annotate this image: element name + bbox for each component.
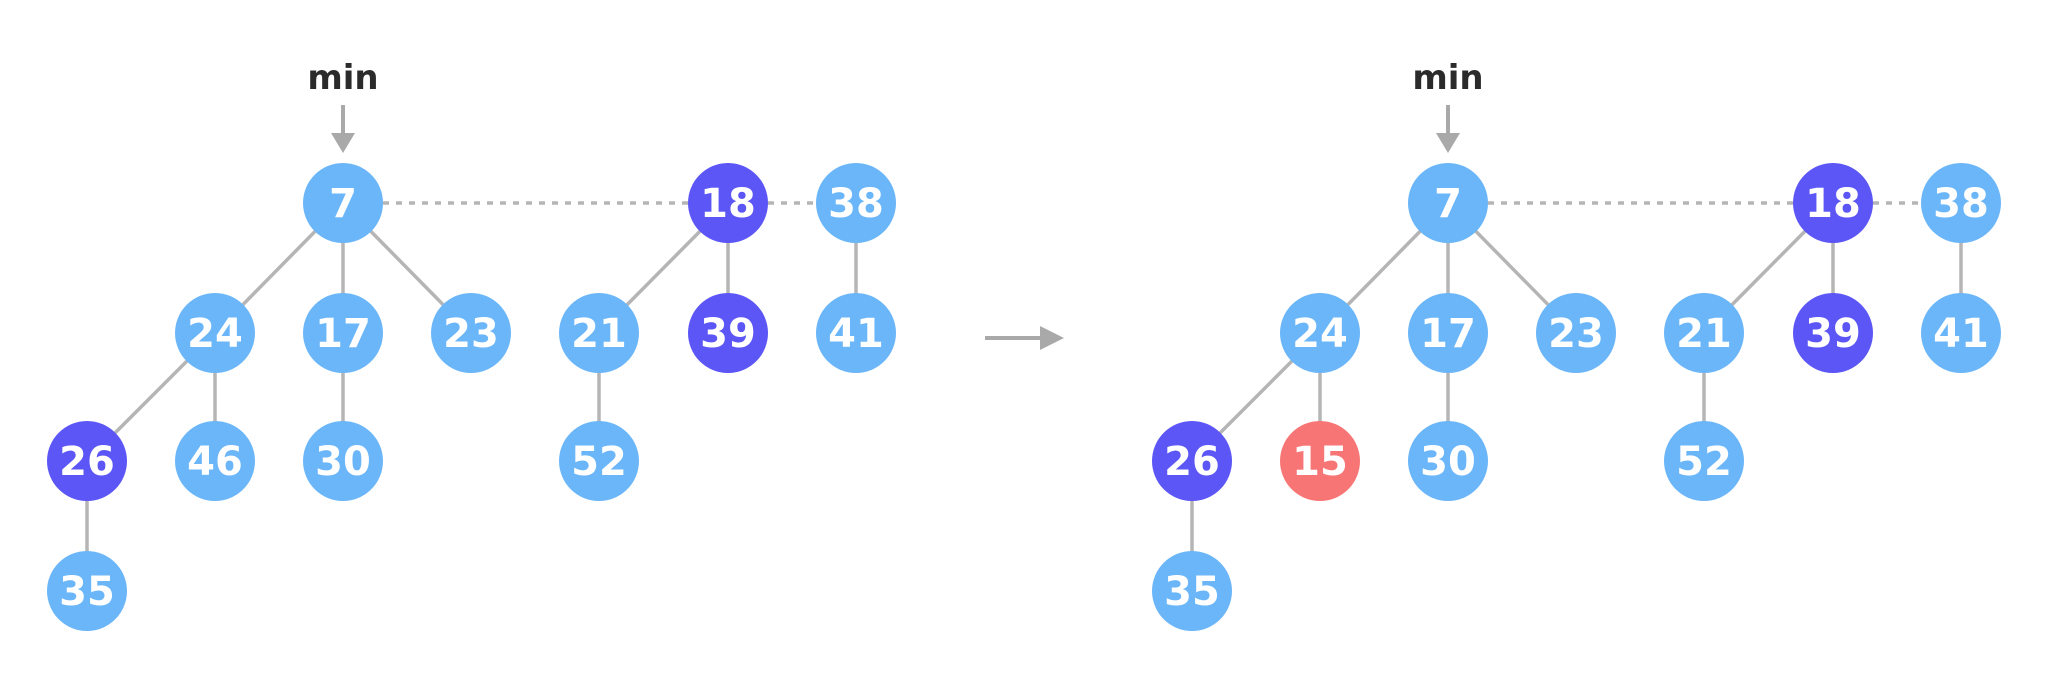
- node-circle: [47, 421, 127, 501]
- heap-node-17: 17: [1408, 293, 1488, 373]
- min-pointer-layer: min min: [307, 58, 1484, 153]
- heap-node-41: 41: [1921, 293, 2001, 373]
- node-key-label: 23: [1548, 311, 1604, 357]
- node-key-label: 7: [329, 181, 357, 227]
- heap-node-38: 38: [1921, 163, 2001, 243]
- heap-node-30: 30: [1408, 421, 1488, 501]
- node-key-label: 39: [1805, 311, 1861, 357]
- node-key-label: 17: [1420, 311, 1476, 357]
- heap-node-17: 17: [303, 293, 383, 373]
- heap-node-15: 15: [1280, 421, 1360, 501]
- nodes-layer: 7 18 38 24 17 23 21 39 41 26 46 30 52 35 7 18 38 24 17 23 21…: [47, 163, 2001, 631]
- node-key-label: 52: [571, 439, 627, 485]
- node-circle: [1408, 293, 1488, 373]
- node-key-label: 23: [443, 311, 499, 357]
- node-circle: [816, 163, 896, 243]
- node-circle: [1793, 163, 1873, 243]
- node-key-label: 35: [1164, 569, 1220, 615]
- node-key-label: 18: [1805, 181, 1861, 227]
- transition-arrow-layer: [985, 326, 1064, 350]
- node-circle: [1793, 293, 1873, 373]
- node-circle: [303, 293, 383, 373]
- node-circle: [47, 551, 127, 631]
- heap-node-39: 39: [1793, 293, 1873, 373]
- node-circle: [1921, 293, 2001, 373]
- heap-node-24: 24: [175, 293, 255, 373]
- node-key-label: 26: [59, 439, 115, 485]
- node-circle: [816, 293, 896, 373]
- node-circle: [559, 293, 639, 373]
- node-key-label: 52: [1676, 439, 1732, 485]
- node-key-label: 21: [571, 311, 627, 357]
- node-key-label: 41: [1933, 311, 1989, 357]
- node-key-label: 17: [315, 311, 371, 357]
- node-key-label: 38: [1933, 181, 1989, 227]
- node-key-label: 24: [1292, 311, 1348, 357]
- node-circle: [1664, 293, 1744, 373]
- node-key-label: 35: [59, 569, 115, 615]
- min-pointer-label: min: [307, 58, 378, 98]
- node-circle: [559, 421, 639, 501]
- heap-node-38: 38: [816, 163, 896, 243]
- node-key-label: 30: [1420, 439, 1476, 485]
- node-circle: [1536, 293, 1616, 373]
- node-circle: [1921, 163, 2001, 243]
- heap-node-41: 41: [816, 293, 896, 373]
- node-circle: [1664, 421, 1744, 501]
- heap-node-7: 7: [1408, 163, 1488, 243]
- heap-node-18: 18: [1793, 163, 1873, 243]
- node-key-label: 39: [700, 311, 756, 357]
- heap-node-21: 21: [559, 293, 639, 373]
- node-circle: [303, 421, 383, 501]
- transition-arrow-icon: [1040, 326, 1064, 350]
- heap-node-7: 7: [303, 163, 383, 243]
- heap-node-24: 24: [1280, 293, 1360, 373]
- node-key-label: 18: [700, 181, 756, 227]
- heap-node-52: 52: [559, 421, 639, 501]
- heap-node-30: 30: [303, 421, 383, 501]
- node-circle: [175, 293, 255, 373]
- edges-layer: [85, 201, 1963, 591]
- heap-node-39: 39: [688, 293, 768, 373]
- heap-node-21: 21: [1664, 293, 1744, 373]
- node-circle: [1152, 421, 1232, 501]
- node-circle: [431, 293, 511, 373]
- node-key-label: 46: [187, 439, 243, 485]
- node-key-label: 21: [1676, 311, 1732, 357]
- node-key-label: 15: [1292, 439, 1348, 485]
- min-pointer-label: min: [1412, 58, 1483, 98]
- heap-node-52: 52: [1664, 421, 1744, 501]
- node-circle: [688, 163, 768, 243]
- node-circle: [175, 421, 255, 501]
- heap-node-46: 46: [175, 421, 255, 501]
- heap-node-35: 35: [1152, 551, 1232, 631]
- node-key-label: 24: [187, 311, 243, 357]
- node-circle: [303, 163, 383, 243]
- node-circle: [688, 293, 768, 373]
- node-circle: [1280, 421, 1360, 501]
- heap-node-23: 23: [1536, 293, 1616, 373]
- heap-node-26: 26: [1152, 421, 1232, 501]
- node-key-label: 26: [1164, 439, 1220, 485]
- node-circle: [1408, 421, 1488, 501]
- min-pointer-arrowhead: [1436, 133, 1460, 153]
- node-key-label: 30: [315, 439, 371, 485]
- heap-node-23: 23: [431, 293, 511, 373]
- node-key-label: 38: [828, 181, 884, 227]
- node-circle: [1152, 551, 1232, 631]
- node-circle: [1408, 163, 1488, 243]
- node-circle: [1280, 293, 1360, 373]
- min-pointer-arrowhead: [331, 133, 355, 153]
- heap-node-18: 18: [688, 163, 768, 243]
- heap-node-35: 35: [47, 551, 127, 631]
- heap-node-26: 26: [47, 421, 127, 501]
- node-key-label: 7: [1434, 181, 1462, 227]
- node-key-label: 41: [828, 311, 884, 357]
